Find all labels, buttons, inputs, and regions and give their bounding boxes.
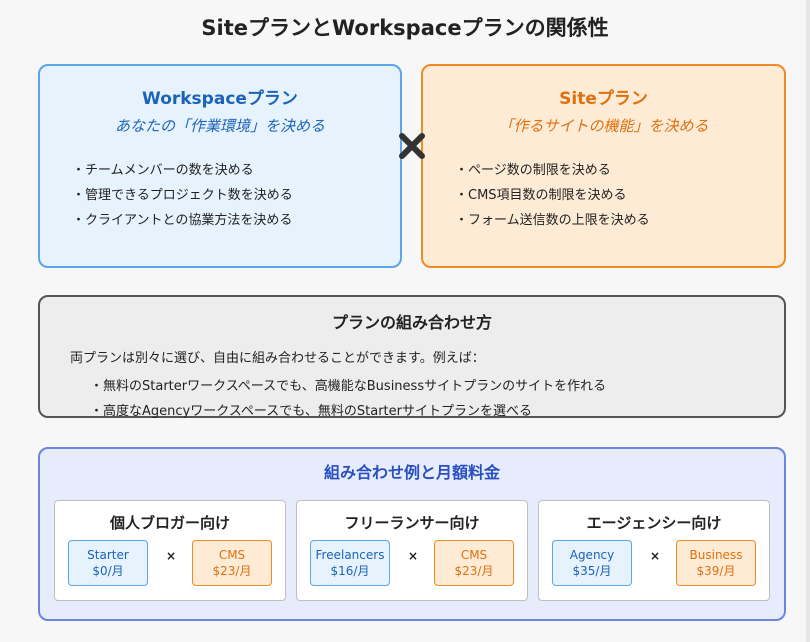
pill-name: Starter [87,548,129,562]
examples-box: 組み合わせ例と月額料金 個人ブロガー向け Starter $0/月 × CMS … [38,447,786,621]
site-plan-pill: CMS $23/月 [192,540,272,586]
workspace-plan-subtitle: あなたの「作業環境」を決める [114,117,325,135]
workspace-plan-pill: Starter $0/月 [68,540,148,586]
pill-name: CMS [460,548,488,562]
times-icon: × [165,549,177,563]
site-plan-list: ・ページ数の制限を決める ・CMS項目数の制限を決める ・フォーム送信数の上限を… [453,158,784,233]
cross-icon [399,133,425,159]
pill-name: CMS [218,548,246,562]
site-plan-pill: CMS $23/月 [434,540,514,586]
combination-title: プランの組み合わせ方 [331,313,492,332]
times-icon: × [649,549,661,563]
pill-name: Freelancers [315,548,385,562]
example-card-agency: エージェンシー向け Agency $35/月 × Business $39/月 [538,500,770,601]
combination-box: プランの組み合わせ方 両プランは別々に選び、自由に組み合わせることができます。例… [38,295,786,419]
pill-price: $16/月 [330,564,370,578]
pill-name: Business [689,548,743,562]
examples-title: 組み合わせ例と月額料金 [323,463,500,482]
list-item: ・ページ数の制限を決める [455,163,611,178]
pill-name: Agency [569,548,615,562]
site-plan-subtitle: 「作るサイトの機能」を決める [498,117,709,135]
example-card-freelancer: フリーランサー向け Freelancers $16/月 × CMS $23/月 [296,500,528,601]
combination-list: ・無料のStarterワークスペースでも、高機能なBusinessサイトプランの… [90,374,784,424]
list-item: ・CMS項目数の制限を決める [455,188,627,203]
card-title: フリーランサー向け [344,514,480,532]
pill-price: $39/月 [696,564,736,578]
pill-price: $0/月 [92,564,124,578]
workspace-plan-list: ・チームメンバーの数を決める ・管理できるプロジェクト数を決める ・クライアント… [70,158,400,233]
list-item: ・クライアントとの協業方法を決める [72,213,293,228]
card-title: エージェンシー向け [586,514,722,532]
card-title: 個人ブロガー向け [109,514,230,532]
site-plan-name: Siteプラン [559,89,648,109]
pill-price: $23/月 [212,564,252,578]
pill-price: $35/月 [572,564,612,578]
example-card-blogger: 個人ブロガー向け Starter $0/月 × CMS $23/月 [54,500,286,601]
list-item: ・フォーム送信数の上限を決める [455,213,650,228]
workspace-plan-pill: Freelancers $16/月 [310,540,390,586]
workspace-plan-name: Workspaceプラン [142,89,298,109]
pill-price: $23/月 [454,564,494,578]
site-plan-box: Siteプラン 「作るサイトの機能」を決める ・ページ数の制限を決める ・CMS… [421,64,786,268]
workspace-plan-pill: Agency $35/月 [552,540,632,586]
list-item: ・高度なAgencyワークスペースでも、無料のStarterサイトプランを選べる [90,404,532,419]
workspace-plan-box: Workspaceプラン あなたの「作業環境」を決める ・チームメンバーの数を決… [38,64,402,268]
site-plan-pill: Business $39/月 [676,540,756,586]
list-item: ・チームメンバーの数を決める [72,163,254,178]
list-item: ・無料のStarterワークスペースでも、高機能なBusinessサイトプランの… [90,379,607,394]
times-icon: × [407,549,419,563]
page-title: SiteプランとWorkspaceプランの関係性 [201,16,609,40]
list-item: ・管理できるプロジェクト数を決める [72,188,293,203]
page-edge [806,0,810,642]
combination-intro: 両プランは別々に選び、自由に組み合わせることができます。例えば： [70,351,485,366]
